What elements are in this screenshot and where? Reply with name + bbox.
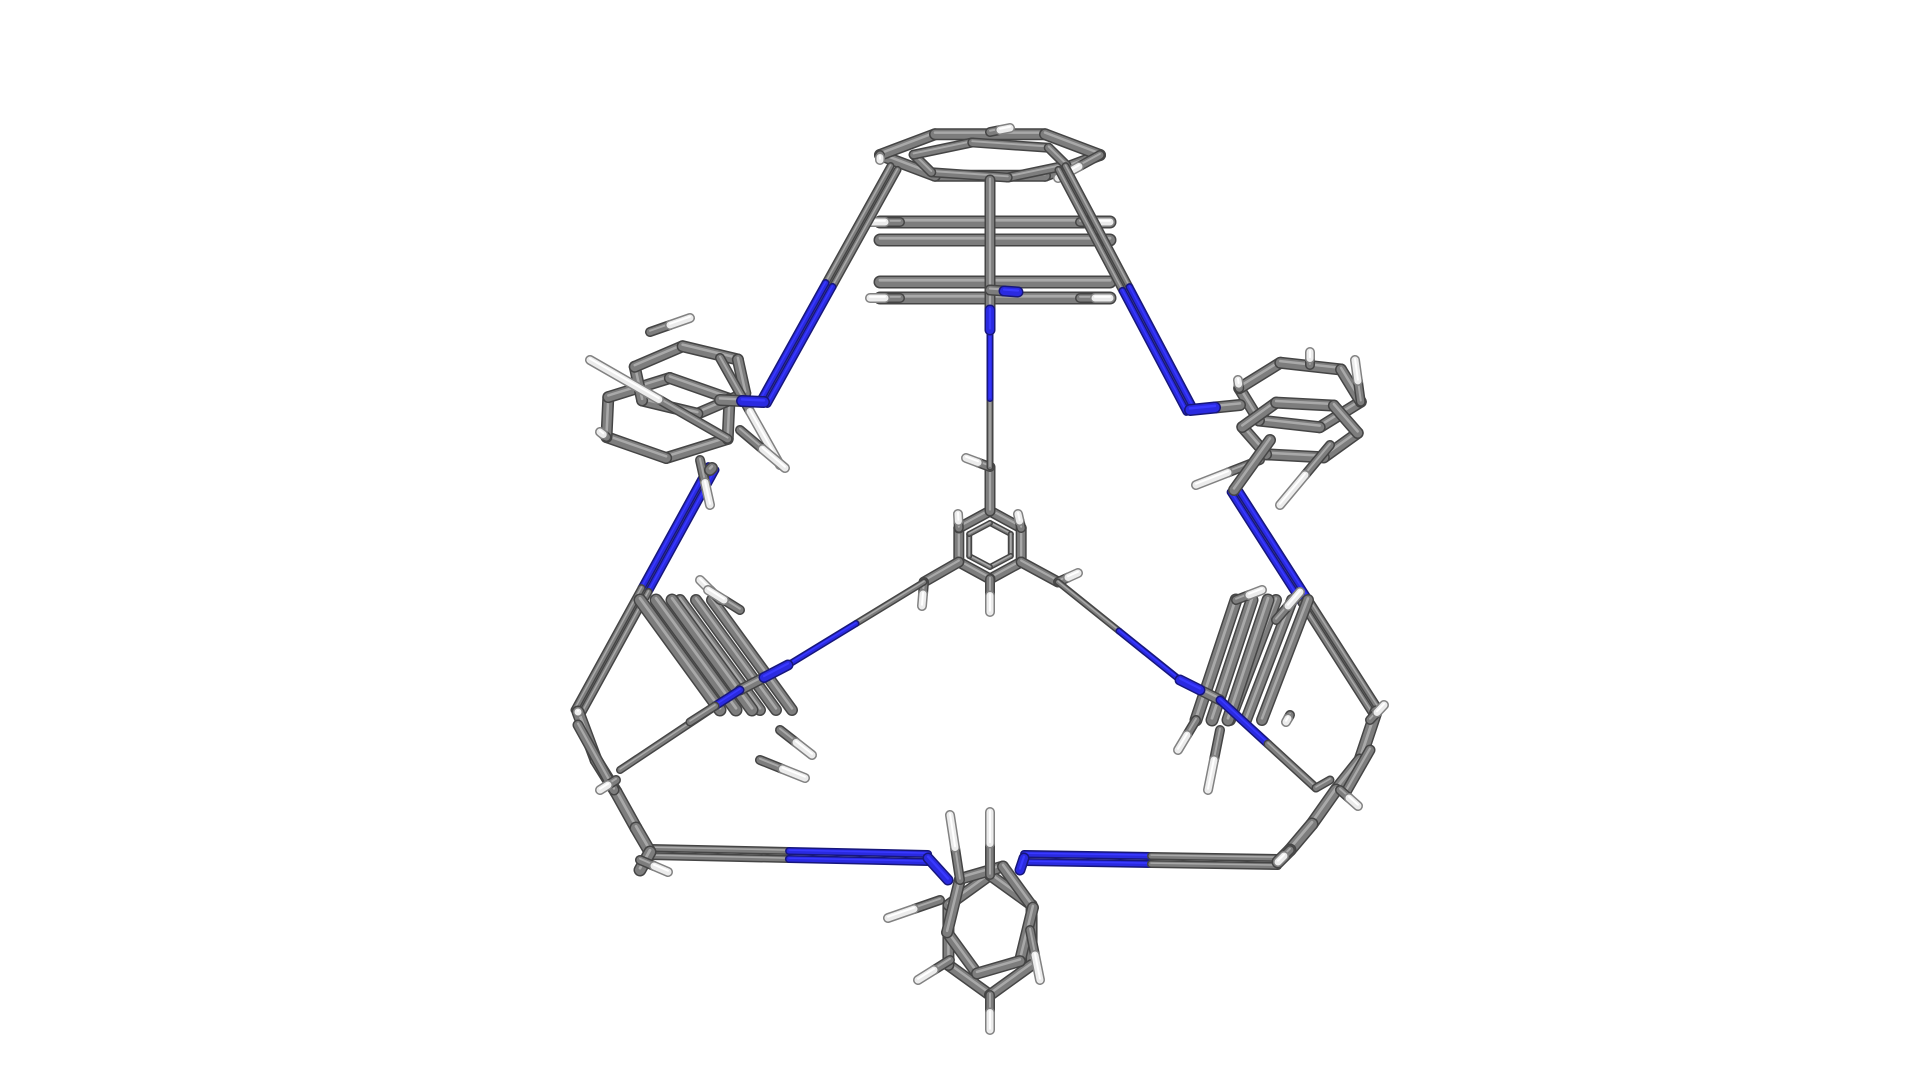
bonds-group xyxy=(570,123,1389,1035)
